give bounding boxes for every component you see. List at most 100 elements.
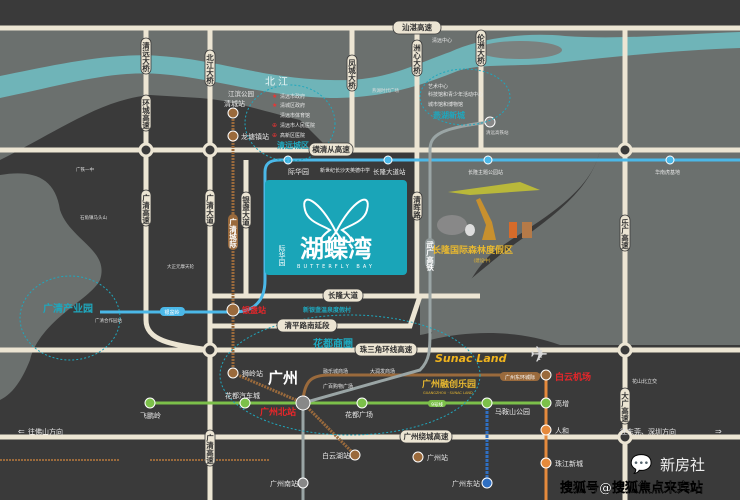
- station-label: 广州南站: [270, 479, 298, 488]
- road-label: 大广高速: [620, 391, 629, 424]
- station-label: 清城站: [224, 99, 245, 108]
- station-baiyunhu[interactable]: [349, 449, 361, 461]
- road-label: 广州东环城际: [505, 374, 535, 381]
- project-name: 湖蝶湾: [300, 235, 372, 263]
- poi-label: 江滨公园: [228, 89, 254, 98]
- station-label: 白云湖站: [322, 451, 350, 460]
- poi-label: 新银盏温泉度假村: [303, 306, 351, 314]
- station-label: 广清合作园站: [95, 317, 122, 324]
- project-developer: 际华园: [278, 244, 286, 267]
- place-labels: 北 江 江滨公园 清城站 龙塘镇站 清远市政府 清城区政府 清远市体育馆 清远市…: [43, 37, 680, 488]
- poi-label: 花山北立交: [632, 378, 657, 385]
- station-label: 高增: [555, 399, 569, 408]
- interchange: [202, 342, 218, 358]
- butterfly-logo-icon: [303, 198, 369, 244]
- station-label: 广州站: [427, 453, 448, 462]
- road-label: 武广高铁: [425, 240, 434, 272]
- project-butterfly-bay[interactable]: 际华园 湖蝶湾 BUTTERFLY BAY: [265, 180, 407, 275]
- station-maanshan[interactable]: [481, 397, 493, 409]
- road-label: 珠三角环线高速: [360, 344, 413, 354]
- district-label: 清远城区: [277, 140, 309, 150]
- interchange: [202, 142, 218, 158]
- station-label: 马鞍山公园: [495, 407, 530, 416]
- station-airport[interactable]: [540, 369, 552, 381]
- station-gaozeng[interactable]: [540, 397, 552, 409]
- station-auto-city[interactable]: [239, 397, 251, 409]
- station-gz-north[interactable]: [295, 395, 311, 411]
- station-label: 狮岭站: [242, 369, 263, 378]
- road-label: 广清高速: [205, 433, 214, 466]
- arrow-right-icon: ⇒: [715, 427, 722, 436]
- poi-label: 燕湖时代广场: [372, 87, 399, 94]
- poi-label: 高新区医院: [280, 132, 305, 139]
- station-qingcheng[interactable]: [227, 107, 239, 119]
- station-label: 花都广场: [345, 410, 373, 419]
- safari-animals-icon: [437, 182, 540, 240]
- resort-label: 长隆国际森林度假区: [432, 244, 513, 256]
- watermark-brand: 新房社: [660, 456, 705, 474]
- poi-label: 清远市体育馆: [280, 112, 310, 119]
- interchange: [138, 142, 154, 158]
- road-label: 横清从高速: [312, 144, 350, 154]
- road-labels: 汕湛高速 横清从高速 长隆大道 清平路南延段 珠三角环线高速 广州绕城高速 清远…: [140, 20, 631, 467]
- station-renhe[interactable]: [540, 424, 552, 436]
- poi-label: 清远市政府: [280, 93, 305, 100]
- station-gz-east[interactable]: [481, 477, 493, 489]
- watermark-source: 搜狐号@搜狐焦点来宾站: [560, 480, 703, 496]
- metro-line-dongcheng: [301, 373, 546, 401]
- station-label: 广州北站: [260, 406, 296, 418]
- road-label: 广州绕城高速: [404, 431, 449, 441]
- station-label: 长隆主题公园站: [468, 169, 503, 176]
- huadu-area: [219, 314, 481, 436]
- station-changlong[interactable]: [383, 155, 393, 165]
- poi-label: 城市馆和博物馆: [428, 101, 463, 108]
- land-area-east: [430, 150, 740, 345]
- road-label: 银盆岭: [164, 309, 179, 316]
- industrial-park-area: [19, 275, 121, 361]
- poi-label: 清远市人民医院: [280, 122, 315, 129]
- sunac-label: 广州融创乐园: [422, 378, 476, 390]
- station-tiger[interactable]: [665, 155, 675, 165]
- road-network: [0, 25, 740, 500]
- station-shiling[interactable]: [227, 367, 239, 379]
- hospital-icon: ⊕: [272, 122, 277, 129]
- star-icon: ★: [272, 93, 277, 100]
- station-theme-park[interactable]: [483, 155, 493, 165]
- wechat-icon: 💬: [630, 453, 652, 475]
- station-label: 白云机场: [555, 371, 591, 383]
- station-zhujiang[interactable]: [540, 457, 552, 469]
- station-gz-south[interactable]: [297, 477, 309, 489]
- poi-label: 大润发商场: [370, 368, 395, 375]
- station-yinzhan[interactable]: [226, 303, 240, 317]
- station-label: 珠江新城: [555, 459, 583, 468]
- poi-label: 清远中心: [432, 37, 452, 44]
- rail-wuguang: [301, 120, 491, 500]
- road-label: 洲心大桥: [412, 44, 421, 76]
- station-label: 广州东站: [452, 479, 480, 488]
- poi-label: 大正元摩天轮: [167, 263, 194, 270]
- road-label: 乐广高速: [620, 218, 629, 251]
- road-label: 广清高速: [141, 193, 150, 226]
- poi-label: 清城区政府: [280, 102, 305, 109]
- station-label: 人和: [555, 426, 569, 435]
- station-gz[interactable]: [412, 451, 424, 463]
- direction-dongguan: 往东莞、深圳方向: [620, 427, 676, 436]
- river-label: 北 江: [265, 76, 288, 88]
- interchange: [617, 342, 633, 358]
- station-label: 长隆大道站: [373, 167, 406, 176]
- land-area-north: [0, 28, 740, 335]
- district-label: 广清产业园: [43, 302, 93, 315]
- station-huadu-square[interactable]: [356, 397, 368, 409]
- station-feipeng[interactable]: [144, 397, 156, 409]
- road-label: 清平路南延段: [285, 320, 330, 330]
- station-longtang[interactable]: [227, 130, 239, 142]
- road-label: 凤城大桥: [347, 59, 356, 91]
- poi-label: 广百购物广场: [323, 383, 353, 390]
- station-jihua[interactable]: [283, 155, 293, 165]
- poi-label: 科技馆和青少年活动中心: [428, 91, 483, 98]
- poi-label: 石角镇马头山: [80, 214, 107, 221]
- road-label: 银盏大道: [241, 195, 250, 228]
- yanhu-area: [419, 68, 511, 126]
- interchange: [617, 142, 633, 158]
- poi-label: 新世纪长沙天英德中学: [320, 167, 370, 174]
